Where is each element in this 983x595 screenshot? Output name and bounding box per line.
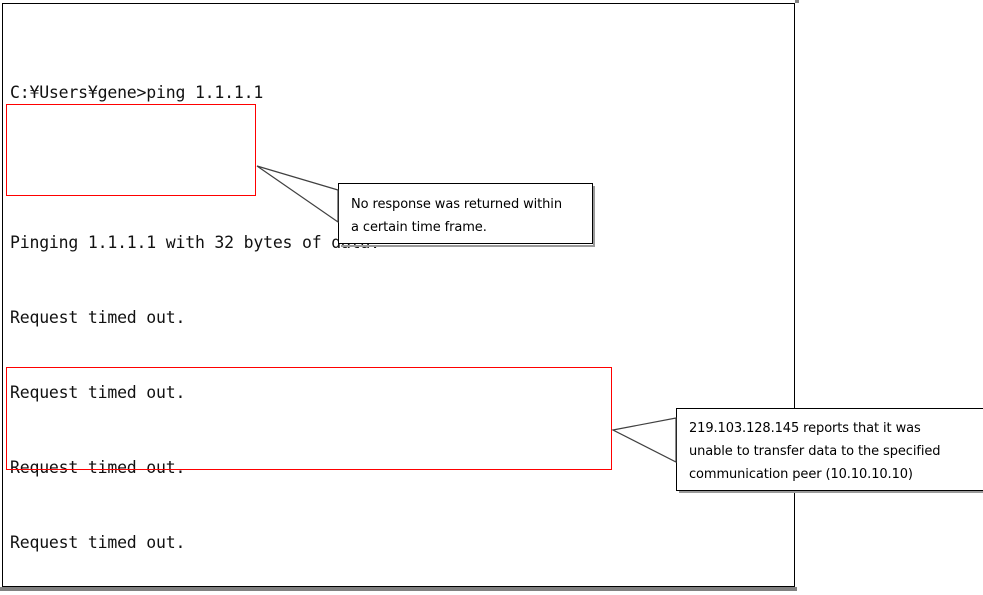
console-line-timeout-4: Request timed out. xyxy=(10,533,186,552)
window-shadow-bottom xyxy=(0,587,797,591)
callout-timeout-line-1: No response was returned within xyxy=(351,197,562,212)
console-line-pinging-1: Pinging 1.1.1.1 with 32 bytes of data: xyxy=(10,233,380,252)
console-line-timeout-2: Request timed out. xyxy=(10,383,186,402)
callout-timeout-shadow xyxy=(341,245,595,247)
console-output: C:¥Users¥gene>ping 1.1.1.1 Pinging 1.1.1… xyxy=(10,30,790,595)
callout-unreachable-explanation: 219.103.128.145 reports that it was unab… xyxy=(676,408,983,491)
console-line-timeout-1: Request timed out. xyxy=(10,308,186,327)
console-line-blank-1 xyxy=(10,155,790,180)
window-shadow-right xyxy=(795,0,799,3)
callout-timeout-shadow-right xyxy=(593,186,595,245)
callout-unreachable-line-3: communication peer (10.10.10.10) xyxy=(689,467,913,482)
callout-unreachable-shadow xyxy=(679,491,983,493)
callout-unreachable-line-2: unable to transfer data to the specified xyxy=(689,444,941,459)
console-line-prompt-1: C:¥Users¥gene>ping 1.1.1.1 xyxy=(10,83,264,102)
console-line-timeout-3: Request timed out. xyxy=(10,458,186,477)
callout-timeout-line-2: a certain time frame. xyxy=(351,220,487,235)
command-prompt-window xyxy=(2,3,795,587)
callout-timeout-explanation: No response was returned within a certai… xyxy=(338,183,593,244)
callout-unreachable-line-1: 219.103.128.145 reports that it was xyxy=(689,421,921,436)
